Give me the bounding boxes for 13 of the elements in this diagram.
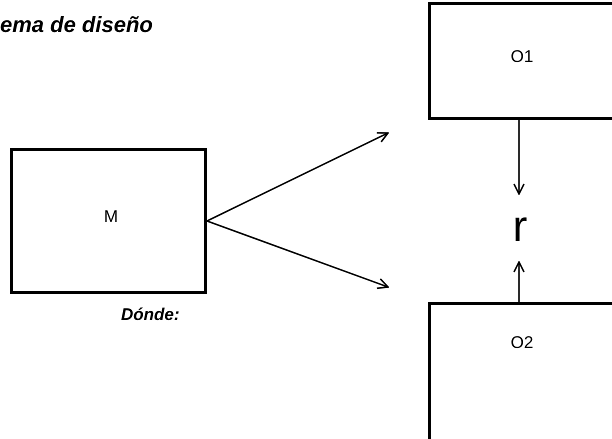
arrow <box>206 132 389 222</box>
process-box <box>428 2 612 120</box>
variable-label: r <box>506 197 534 257</box>
process-box <box>428 302 612 439</box>
box-label: M <box>104 207 118 227</box>
note-text: Dónde: <box>121 305 180 325</box>
arrow <box>206 220 389 290</box>
box-label: O1 <box>510 47 534 67</box>
box-label: O2 <box>510 333 534 353</box>
diagram-title: ema de diseño <box>0 12 153 38</box>
arrow <box>513 261 525 302</box>
arrow <box>513 120 525 195</box>
process-box <box>10 148 207 294</box>
